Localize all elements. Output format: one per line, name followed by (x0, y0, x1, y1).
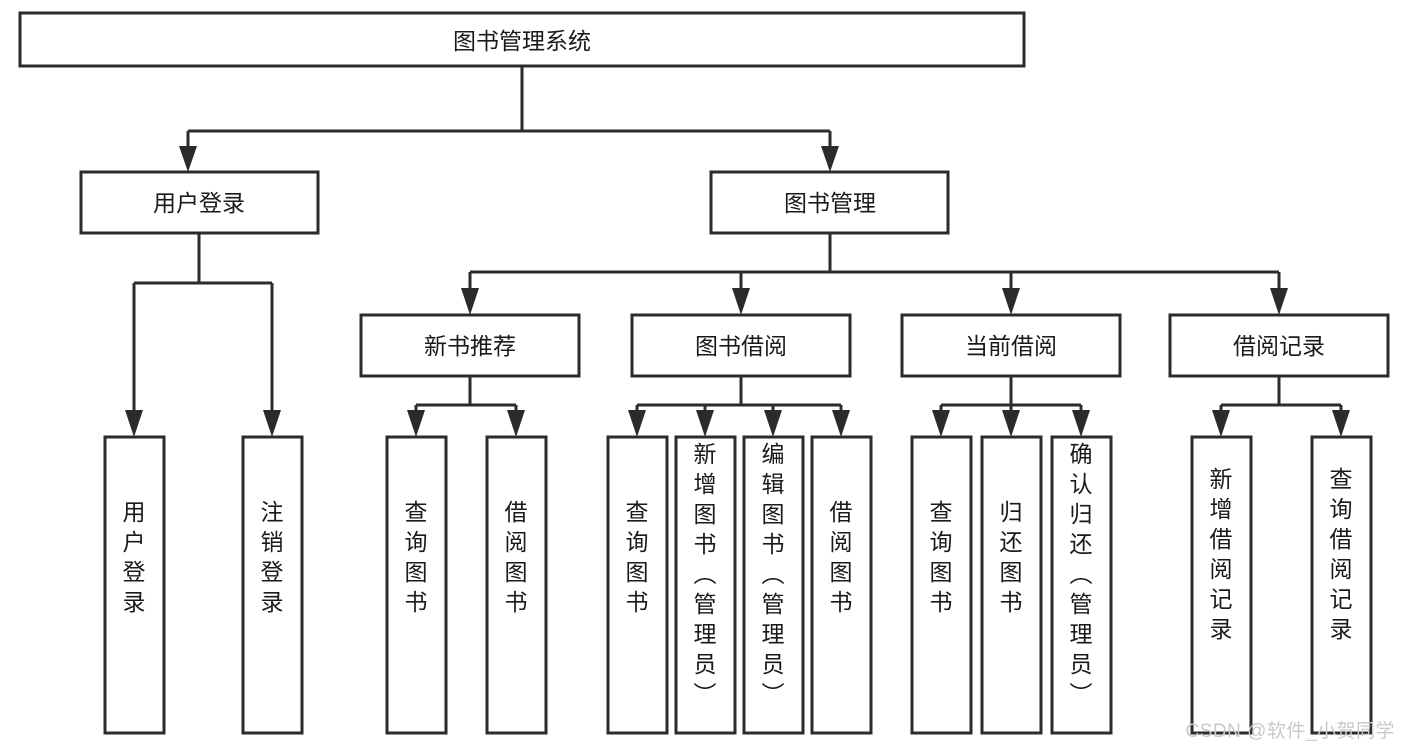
leaf-add-book-label: 新增图书︵管理员︶ (694, 441, 717, 707)
node-new-book-recommend-label: 新书推荐 (424, 333, 516, 359)
leaf-edit-book-box[interactable] (742, 435, 805, 735)
leaf-node[interactable]: 归还图书 (980, 435, 1043, 735)
arrow-head-leaf-query-book-3 (932, 410, 950, 437)
node-root-label: 图书管理系统 (453, 28, 591, 54)
node-current-borrow[interactable]: 当前借阅 (900, 313, 1122, 378)
connector-book-borrow-to-leaves (635, 376, 843, 412)
leaf-borrow-book-2-box[interactable] (810, 435, 873, 735)
node-borrow-record[interactable]: 借阅记录 (1168, 313, 1390, 378)
leaf-node[interactable]: 借阅图书 (810, 435, 873, 735)
arrow-head-leaf-query-record (1332, 410, 1350, 437)
node-root[interactable]: 图书管理系统 (18, 11, 1026, 68)
leaf-add-record-box[interactable] (1190, 435, 1253, 735)
connector-book-manage-to-level3 (468, 233, 1281, 290)
arrow-head-leaf-return-book (1002, 410, 1020, 437)
node-user-login[interactable]: 用户登录 (79, 170, 320, 235)
leaf-return-book-box[interactable] (980, 435, 1043, 735)
node-current-borrow-box[interactable] (900, 313, 1122, 378)
leaf-query-book-3-box[interactable] (910, 435, 973, 735)
node-book-borrow-label: 图书借阅 (695, 333, 787, 359)
arrow-head-book-manage (821, 146, 839, 172)
leaf-query-book-1-label: 查询图书 (405, 499, 428, 615)
leaf-user-login-box[interactable] (103, 435, 166, 735)
leaf-query-record-box[interactable] (1310, 435, 1373, 735)
leaf-add-book-box[interactable] (674, 435, 737, 735)
arrow-head-leaf-confirm-return (1072, 410, 1090, 437)
leaf-add-record-label: 新增借阅记录 (1210, 466, 1233, 642)
leaf-borrow-book-1-box[interactable] (485, 435, 548, 735)
node-book-manage[interactable]: 图书管理 (709, 170, 950, 235)
node-new-book-recommend[interactable]: 新书推荐 (359, 313, 581, 378)
leaf-node[interactable]: 查询图书 (910, 435, 973, 735)
connector-user-login-to-leaves (132, 233, 274, 412)
leaf-confirm-return-label: 确认归还︵管理员︶ (1070, 441, 1093, 707)
leaf-borrow-book-2-label: 借阅图书 (830, 499, 853, 615)
connector-root-to-level2 (186, 66, 832, 150)
leaf-user-login-label: 用户登录 (123, 499, 146, 615)
leaf-edit-book-label: 编辑图书︵管理员︶ (762, 441, 785, 707)
node-book-manage-label: 图书管理 (784, 190, 876, 216)
leaf-node[interactable]: 新增借阅记录 (1190, 435, 1253, 735)
leaf-query-book-2-box[interactable] (606, 435, 669, 735)
arrow-head-book-borrow (732, 288, 750, 315)
leaf-user-logout-box[interactable] (241, 435, 304, 735)
connector-new-book-recommend-to-leaves (414, 376, 518, 412)
arrow-head-leaf-user-login (125, 410, 143, 437)
leaf-return-book-label: 归还图书 (1000, 499, 1023, 615)
leaf-borrow-book-1-label: 借阅图书 (505, 499, 528, 615)
leaf-query-book-1-box[interactable] (385, 435, 448, 735)
node-user-login-box[interactable] (79, 170, 320, 235)
leaf-node[interactable]: 编辑图书︵管理员︶ (742, 435, 805, 735)
node-book-borrow-box[interactable] (630, 313, 852, 378)
leaf-query-book-3-label: 查询图书 (930, 499, 953, 615)
leaf-node[interactable]: 查询图书 (606, 435, 669, 735)
leaf-node[interactable]: 借阅图书 (485, 435, 548, 735)
node-borrow-record-box[interactable] (1168, 313, 1390, 378)
arrow-head-leaf-query-book-1 (407, 410, 425, 437)
leaf-confirm-return-box[interactable] (1050, 435, 1113, 735)
arrow-head-leaf-add-record (1212, 410, 1230, 437)
node-new-book-recommend-box[interactable] (359, 313, 581, 378)
arrow-head-borrow-record (1270, 288, 1288, 315)
node-borrow-record-label: 借阅记录 (1233, 333, 1325, 359)
leaf-node[interactable]: 注销登录 (241, 435, 304, 735)
connectors-layer (125, 66, 1350, 437)
connector-current-borrow-to-leaves (939, 376, 1083, 412)
csdn-watermark: CSDN @软件_小贺同学 (1185, 721, 1395, 742)
arrow-head-leaf-user-logout (263, 410, 281, 437)
leaf-node[interactable]: 新增图书︵管理员︶ (674, 435, 737, 735)
leaf-query-record-label: 查询借阅记录 (1330, 466, 1353, 642)
connector-borrow-record-to-leaves (1219, 376, 1343, 412)
leaf-node[interactable]: 确认归还︵管理员︶ (1050, 435, 1113, 735)
leaf-node[interactable]: 用户登录 (103, 435, 166, 735)
leaf-node[interactable]: 查询借阅记录 (1310, 435, 1373, 735)
leaf-query-book-2-label: 查询图书 (626, 499, 649, 615)
arrow-head-leaf-query-book-2 (628, 410, 646, 437)
arrow-head-new-book-recommend (461, 288, 479, 315)
node-root-box[interactable] (18, 11, 1026, 68)
arrow-head-leaf-add-book (696, 410, 714, 437)
arrow-head-leaf-borrow-book-1 (507, 410, 525, 437)
arrow-head-leaf-edit-book (764, 410, 782, 437)
arrow-head-current-borrow (1002, 288, 1020, 315)
arrow-head-user-login (179, 146, 197, 172)
node-current-borrow-label: 当前借阅 (965, 333, 1057, 359)
leaf-user-logout-label: 注销登录 (261, 499, 284, 615)
node-book-manage-box[interactable] (709, 170, 950, 235)
node-user-login-label: 用户登录 (153, 190, 245, 216)
node-book-borrow[interactable]: 图书借阅 (630, 313, 852, 378)
arrow-head-leaf-borrow-book-2 (832, 410, 850, 437)
leaf-node[interactable]: 查询图书 (385, 435, 448, 735)
